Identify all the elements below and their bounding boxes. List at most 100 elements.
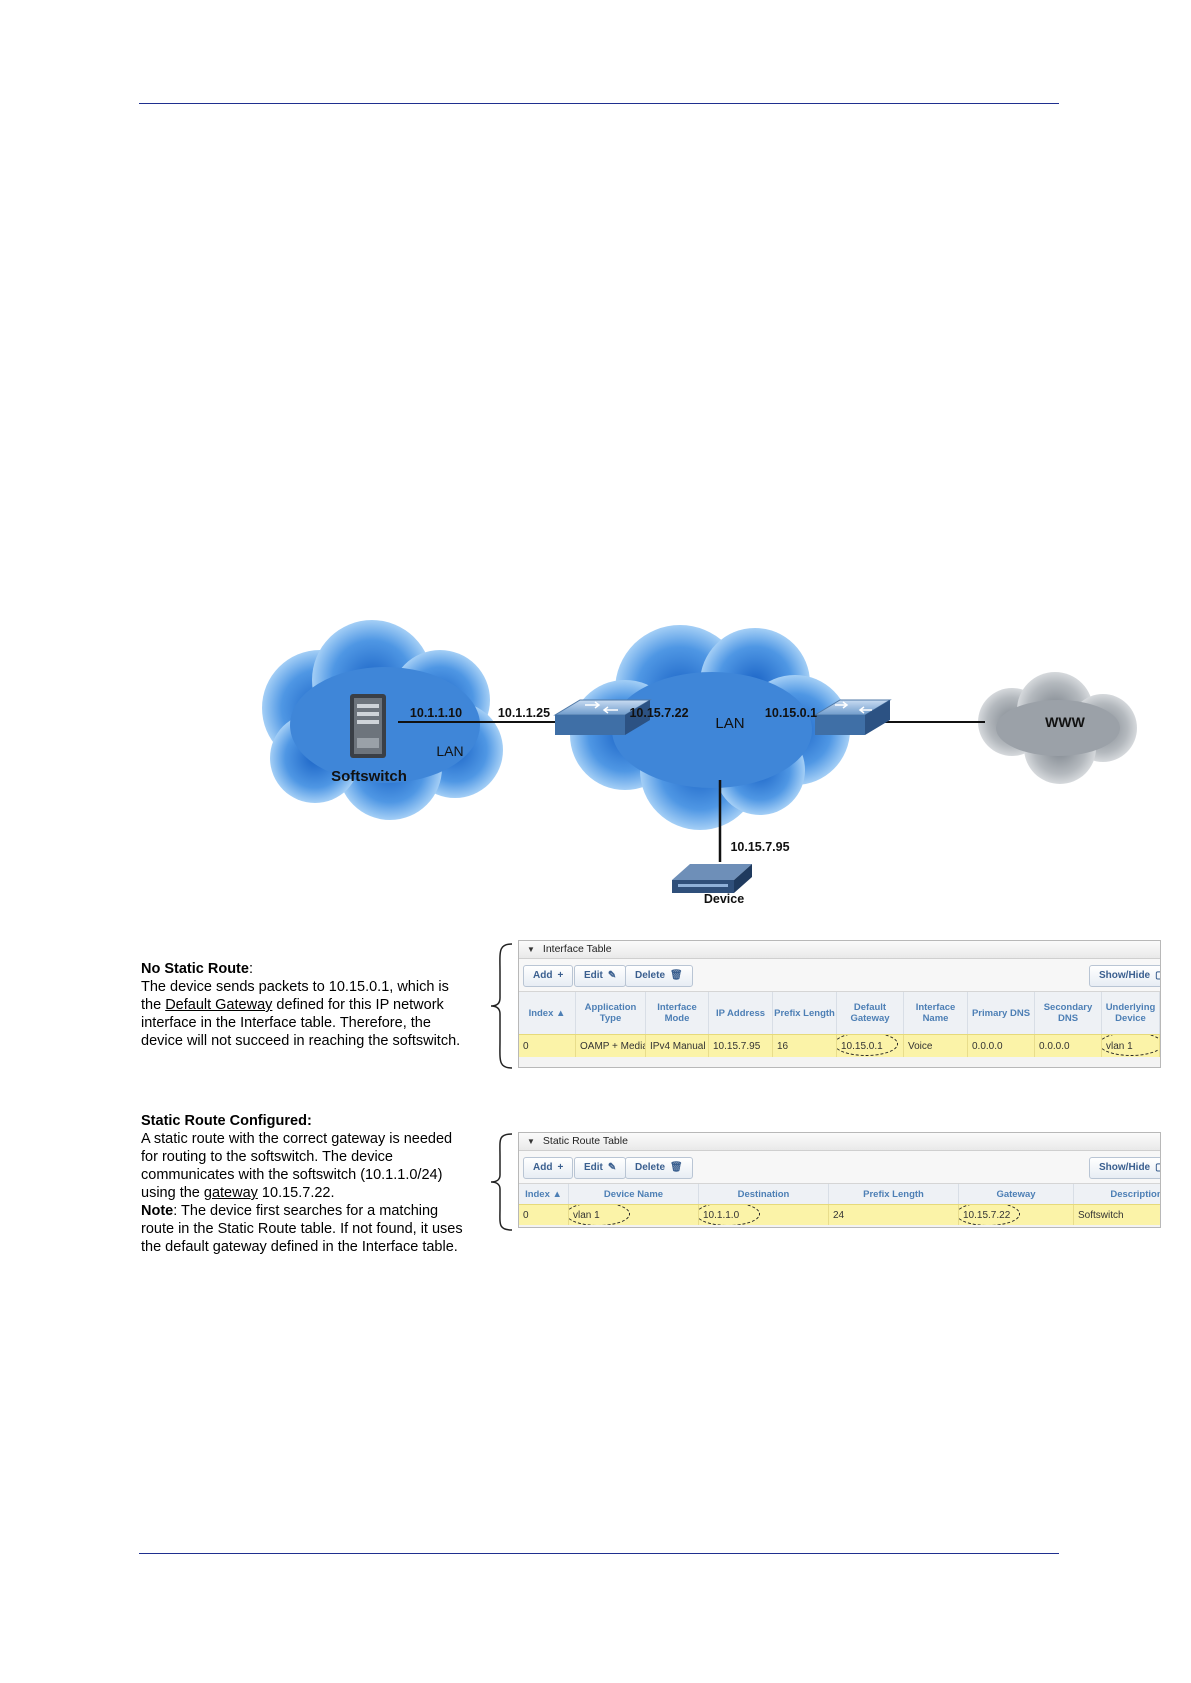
- cell-value: Voice: [908, 1041, 932, 1052]
- device-ip-label: 10.15.7.95: [730, 840, 789, 854]
- static-table-toolbar: Add + Edit ✎ Delete 🗑 Show/Hide▢: [519, 1151, 1160, 1184]
- table-cell: OAMP + Media + Control: [576, 1035, 646, 1057]
- dashed-highlight-ellipse: [1102, 1035, 1160, 1056]
- column-header[interactable]: Interface Name: [904, 992, 968, 1034]
- add-button[interactable]: Add +: [523, 965, 573, 987]
- dashed-highlight-ellipse: [699, 1205, 760, 1225]
- delete-button[interactable]: Delete 🗑: [625, 1157, 693, 1179]
- cell-value: 16: [777, 1041, 788, 1052]
- show-hide-button[interactable]: Show/Hide▢: [1089, 1157, 1161, 1179]
- static-line4-pre: using the: [141, 1185, 204, 1201]
- static-route-table: ▼ Static Route Table Add + Edit ✎ Delete 🗑 S…: [518, 1132, 1161, 1228]
- add-label: Add: [533, 970, 552, 981]
- plus-icon: +: [557, 970, 563, 981]
- show-hide-label: Show/Hide: [1099, 1162, 1150, 1173]
- table-cell: Softswitch: [1074, 1205, 1161, 1225]
- column-header[interactable]: Gateway: [959, 1184, 1074, 1204]
- default-gateway-link: Default Gateway: [165, 997, 272, 1013]
- dashed-highlight-ellipse: [569, 1205, 630, 1225]
- columns-icon: ▢: [1155, 970, 1161, 981]
- delete-label: Delete: [635, 1162, 665, 1173]
- column-header[interactable]: Primary DNS: [968, 992, 1035, 1034]
- edit-label: Edit: [584, 1162, 603, 1173]
- brace-icon: [488, 942, 518, 1070]
- cell-value: 0: [523, 1210, 529, 1221]
- cell-value: 24: [833, 1210, 844, 1221]
- add-button[interactable]: Add +: [523, 1157, 573, 1179]
- brace-icon: [488, 1132, 518, 1232]
- add-label: Add: [533, 1162, 552, 1173]
- no-static-heading: No Static Route: [141, 961, 249, 977]
- table-cell: 10.15.7.95: [709, 1035, 773, 1057]
- column-header[interactable]: Index ▲: [519, 992, 576, 1034]
- delete-button[interactable]: Delete🗑: [625, 965, 693, 987]
- table-cell: 10.15.0.1: [837, 1035, 904, 1057]
- column-header[interactable]: Index ▲: [519, 1184, 569, 1204]
- interface-table-toolbar: Add + Edit✎ Delete🗑 Show/Hide▢: [519, 959, 1160, 992]
- column-header[interactable]: Destination: [699, 1184, 829, 1204]
- trash-icon: 🗑: [670, 970, 683, 981]
- note-label: Note: [141, 1203, 173, 1219]
- note-line: route in the Static Route table. If not …: [141, 1220, 486, 1238]
- column-header[interactable]: Application Type: [576, 992, 646, 1034]
- static-line: communicates with the softswitch (10.1.1…: [141, 1166, 486, 1184]
- no-static-colon: :: [249, 961, 253, 977]
- edit-label: Edit: [584, 970, 603, 981]
- column-header[interactable]: Prefix Length: [829, 1184, 959, 1204]
- cell-value: IPv4 Manual: [650, 1041, 706, 1052]
- edit-button[interactable]: Edit✎: [574, 965, 626, 987]
- static-table-title: Static Route Table: [543, 1135, 628, 1147]
- table-cell: IPv4 Manual: [646, 1035, 709, 1057]
- table-cell: 0: [519, 1205, 569, 1225]
- table-cell: Voice: [904, 1035, 968, 1057]
- column-header[interactable]: Device Name: [569, 1184, 699, 1204]
- gateway-link: gateway: [204, 1185, 258, 1201]
- pencil-icon: ✎: [608, 1162, 616, 1173]
- static-route-text: Static Route Configured: A static route …: [141, 1112, 486, 1256]
- column-header[interactable]: Default Gateway: [837, 992, 904, 1034]
- server-icon: [350, 694, 386, 758]
- table-cell: vlan 1: [569, 1205, 699, 1225]
- collapse-triangle-icon[interactable]: ▼: [527, 941, 535, 958]
- static-line: A static route with the correct gateway …: [141, 1130, 486, 1148]
- no-static-line: interface in the Interface table. Theref…: [141, 1014, 486, 1032]
- device-label: Device: [704, 892, 744, 906]
- device-icon: [672, 864, 752, 893]
- no-static-line: device will not succeed in reaching the …: [141, 1032, 486, 1050]
- router-right-ip-label: 10.15.7.22: [629, 706, 688, 720]
- table-cell: 24: [829, 1205, 959, 1225]
- table-cell: 0: [519, 1035, 576, 1057]
- interface-table: ▼ Interface Table Add + Edit✎ Delete🗑 Show…: [518, 940, 1161, 1068]
- table-cell: 0.0.0.0: [1035, 1035, 1102, 1057]
- column-header[interactable]: Interface Mode: [646, 992, 709, 1034]
- column-header[interactable]: Secondary DNS: [1035, 992, 1102, 1034]
- softswitch-ip-label: 10.1.1.10: [410, 706, 462, 720]
- gateway-ip-label: 10.15.0.1: [765, 706, 817, 720]
- column-header[interactable]: IP Address: [709, 992, 773, 1034]
- edit-button[interactable]: Edit ✎: [574, 1157, 626, 1179]
- column-header[interactable]: Underlying Device: [1102, 992, 1160, 1034]
- left-lan-label: LAN: [436, 743, 463, 759]
- note-line: the default gateway defined in the Inter…: [141, 1238, 486, 1256]
- collapse-triangle-icon[interactable]: ▼: [527, 1133, 535, 1150]
- interface-table-title: Interface Table: [543, 943, 612, 955]
- column-header[interactable]: Description: [1074, 1184, 1161, 1204]
- column-header[interactable]: Prefix Length: [773, 992, 837, 1034]
- note-line: : The device first searches for a matchi…: [173, 1203, 438, 1219]
- trash-icon: 🗑: [670, 1162, 683, 1173]
- cell-value: 0.0.0.0: [1039, 1041, 1070, 1052]
- www-label: WWW: [1045, 714, 1085, 730]
- cell-value: 10.15.7.95: [713, 1041, 760, 1052]
- table-cell: 0.0.0.0: [968, 1035, 1035, 1057]
- interface-table-titlebar[interactable]: ▼ Interface Table: [519, 941, 1160, 959]
- center-lan-label: LAN: [715, 715, 744, 732]
- footer-rule: [139, 1553, 1059, 1554]
- show-hide-button[interactable]: Show/Hide▢: [1089, 965, 1161, 987]
- static-table-titlebar[interactable]: ▼ Static Route Table: [519, 1133, 1160, 1151]
- plus-icon: +: [557, 1162, 563, 1173]
- table-cell: 16: [773, 1035, 837, 1057]
